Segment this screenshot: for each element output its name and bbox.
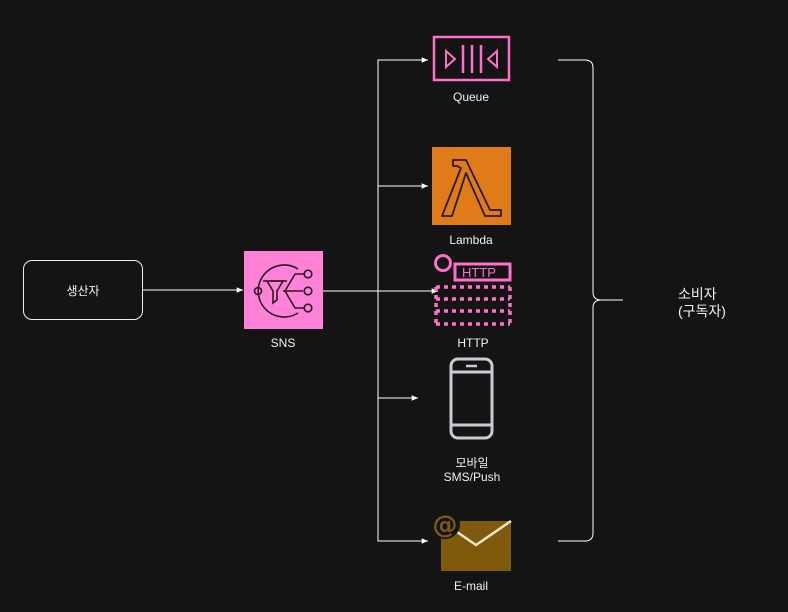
mobile-label: 모바일 SMS/Push	[443, 456, 501, 484]
mobile-icon	[449, 357, 494, 440]
consumers-label: 소비자 (구독자)	[678, 286, 726, 319]
sns-to-email-arrow	[377, 398, 428, 544]
email-label: E-mail	[453, 579, 488, 593]
http-icon: HTTP	[434, 254, 512, 326]
queue-icon	[432, 35, 511, 82]
producer-box: 생산자	[23, 260, 143, 320]
http-label: HTTP	[457, 336, 489, 350]
queue-label: Queue	[452, 90, 490, 104]
lambda-label: Lambda	[449, 233, 493, 247]
lambda-icon	[432, 147, 511, 225]
producer-label: 생산자	[66, 283, 100, 298]
sns-label: SNS	[270, 336, 296, 350]
sns-to-mobile-arrow	[377, 291, 418, 401]
sns-to-lambda-arrow	[377, 183, 428, 291]
http-badge-text: HTTP	[462, 265, 496, 280]
sns-icon	[244, 251, 323, 329]
sns-to-queue-arrow	[323, 57, 428, 292]
email-icon: @	[430, 509, 512, 571]
at-sign-icon: @	[433, 510, 458, 539]
sns-fanout-connectors	[323, 57, 438, 544]
consumers-brace	[558, 59, 623, 542]
